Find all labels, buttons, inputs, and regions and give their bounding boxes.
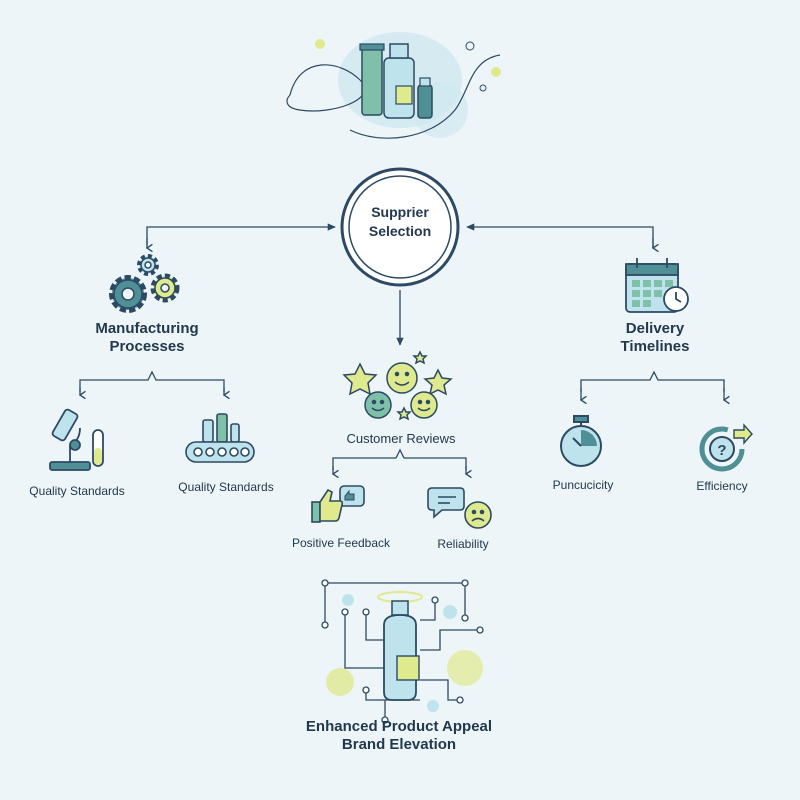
cosmetics-illustration <box>286 32 501 139</box>
circuit-bottle-illustration <box>321 579 484 724</box>
stopwatch-icon <box>560 415 602 467</box>
outcome-label: Enhanced Product Appeal Brand Elevation <box>306 718 492 754</box>
connectors <box>78 223 730 479</box>
right-child-1-label: Puncucicity <box>552 478 614 492</box>
right-branch-title-line2: Timelines <box>620 338 690 355</box>
right-branch-title: Delivery Timelines <box>621 320 690 356</box>
microscope-icon <box>49 408 104 471</box>
left-branch-title-line1: Manufacturing <box>95 320 199 337</box>
efficiency-icon: ? <box>699 423 753 472</box>
outcome-line2: Brand Elevation <box>341 736 457 753</box>
gears-icon <box>109 254 180 313</box>
emoji-stars-icon <box>342 350 453 421</box>
right-branch-title-line1: Delivery <box>625 320 685 337</box>
middle-child-2-label: Reliability <box>437 537 489 551</box>
right-child-2-label: Efficiency <box>696 479 748 493</box>
middle-branch-title: Customer Reviews <box>346 431 456 446</box>
center-node-line1: Supprier <box>371 204 429 220</box>
thumbs-up-icon <box>311 485 365 523</box>
left-branch-title: Manufacturing Processes <box>95 320 198 356</box>
center-node-line2: Selection <box>368 223 432 239</box>
conveyor-icon <box>185 413 255 463</box>
calendar-clock-icon <box>625 258 689 313</box>
left-child-2-label: Quality Standards <box>178 480 274 494</box>
middle-child-1-label: Positive Feedback <box>291 536 391 550</box>
outcome-line1: Enhanced Product Appeal <box>305 718 493 735</box>
svg-text:?: ? <box>717 442 726 459</box>
left-branch-title-line2: Processes <box>109 338 185 355</box>
center-node-label: Supprier Selection <box>345 203 455 241</box>
center-node <box>340 167 460 287</box>
chat-sad-icon <box>427 487 492 529</box>
left-child-1-label: Quality Standards <box>29 484 125 498</box>
